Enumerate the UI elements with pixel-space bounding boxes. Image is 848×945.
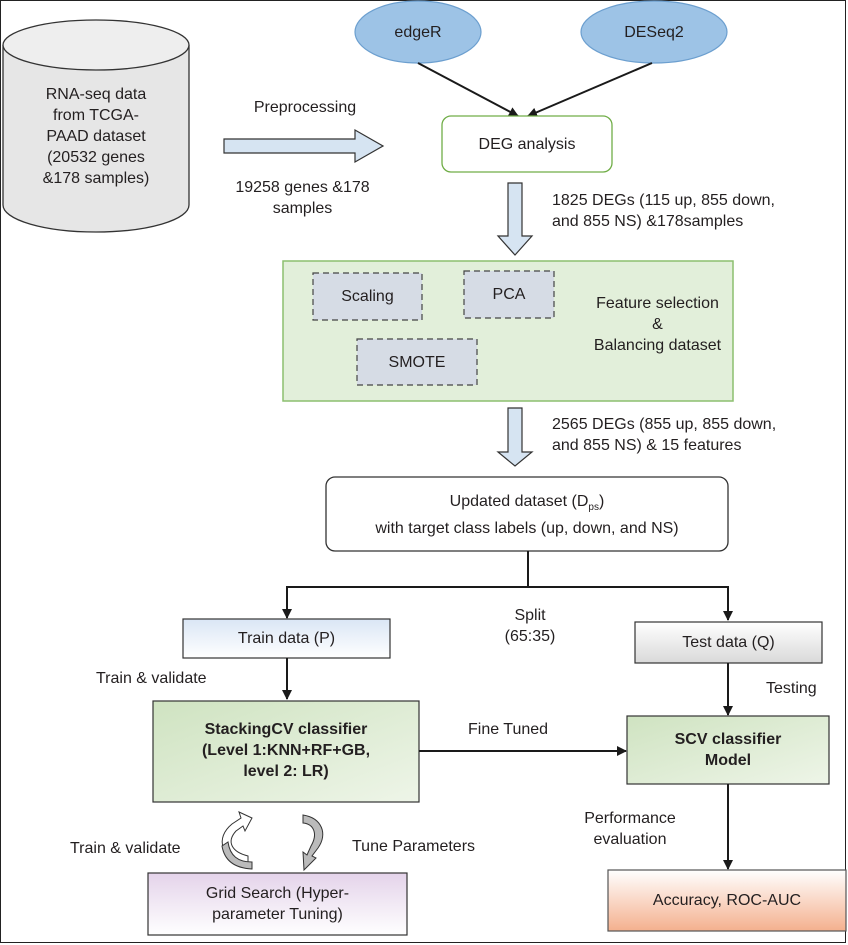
updated-dataset-line1: Updated dataset (Dps)	[326, 491, 728, 518]
scaling-step: Scaling	[341, 288, 394, 305]
result-line: and 855 NS) &178samples	[552, 213, 744, 230]
train-validate-bottom-label: Train & validate	[70, 840, 181, 857]
source-line: RNA-seq data	[45, 86, 147, 103]
metrics-node: Accuracy, ROC-AUC	[652, 892, 802, 909]
source-line: &178 samples)	[42, 170, 150, 187]
feature-block-title: Feature selection & Balancing dataset	[590, 293, 725, 356]
split-label: Split (65:35)	[490, 605, 570, 647]
grid-search-shape	[147, 872, 408, 936]
performance-line: evaluation	[593, 831, 667, 848]
source-dataset-label: RNA-seq data from TCGA- PAAD dataset (20…	[20, 84, 172, 189]
deg-result-label: 1825 DEGs (115 up, 855 down, and 855 NS)…	[552, 190, 775, 232]
split-to-test-arrow	[528, 586, 733, 621]
source-line: from TCGA-	[53, 107, 139, 124]
edger-to-deg-arrow	[417, 62, 519, 117]
title-line: &	[652, 316, 663, 333]
edger-node: edgeR	[394, 23, 442, 41]
cycle-arrows-icon	[221, 811, 324, 872]
fine-tuned-label: Fine Tuned	[468, 721, 549, 738]
testing-label: Testing	[766, 680, 817, 697]
train-validate-top-label: Train & validate	[96, 670, 207, 687]
preprocessing-label: Preprocessing	[253, 99, 357, 116]
down-arrow-1-icon	[496, 182, 534, 256]
split-to-train-arrow	[282, 586, 528, 619]
result-line: 2565 DEGs (855 up, 855 down,	[552, 416, 777, 433]
train-data-shape	[182, 618, 391, 659]
stacking-line: level 2: LR)	[243, 763, 329, 780]
grid-line: parameter Tuning)	[212, 906, 343, 923]
pca-shape	[463, 270, 555, 319]
smote-shape	[356, 338, 478, 386]
scv-model-shape	[626, 715, 830, 785]
scv-line: Model	[704, 752, 752, 769]
preprocessing-arrow-icon	[223, 128, 385, 164]
performance-line: Performance	[584, 810, 676, 827]
line1-prefix: Updated dataset (D	[449, 493, 589, 510]
result-line: samples	[272, 200, 333, 217]
performance-label: Performance evaluation	[575, 808, 685, 850]
deseq2-to-deg-arrow	[527, 62, 653, 118]
source-line: PAAD dataset	[46, 128, 146, 145]
deseq2-node: DESeq2	[624, 23, 684, 41]
smote-step: SMOTE	[388, 353, 446, 371]
scv-model-node: SCV classifier Model	[627, 716, 829, 784]
feature-result-label: 2565 DEGs (855 up, 855 down, and 855 NS)…	[552, 414, 776, 456]
metrics-shape	[607, 869, 847, 932]
grid-line: Grid Search (Hyper-	[205, 885, 350, 902]
title-line: Feature selection	[596, 295, 719, 312]
result-line: and 855 NS) & 15 features	[552, 437, 742, 454]
database-cylinder-icon	[2, 19, 190, 233]
source-line: (20532 genes	[47, 149, 145, 166]
test-data-shape	[634, 621, 823, 664]
grid-search-node: Grid Search (Hyper- parameter Tuning)	[148, 873, 407, 935]
scaling-shape	[312, 272, 423, 321]
tune-parameters-label: Tune Parameters	[352, 838, 476, 855]
pca-step: PCA	[492, 286, 526, 303]
result-line: 1825 DEGs (115 up, 855 down,	[552, 192, 775, 209]
line1-subscript: ps	[588, 502, 599, 514]
updated-dataset-line2: with target class labels (up, down, and …	[375, 520, 679, 538]
split-line: Split	[514, 607, 546, 624]
split-line: (65:35)	[504, 628, 556, 645]
stacking-line: (Level 1:KNN+RF+GB,	[201, 742, 371, 759]
stacking-line: StackingCV classifier	[204, 721, 368, 738]
train-data-node: Train data (P)	[237, 630, 336, 647]
updated-dataset-node: Updated dataset (Dps) with target class …	[326, 491, 728, 539]
test-data-node: Test data (Q)	[682, 634, 775, 651]
down-arrow-2-icon	[496, 407, 534, 467]
title-line: Balancing dataset	[593, 337, 722, 354]
scv-line: SCV classifier	[674, 731, 782, 748]
deg-analysis-node: DEG analysis	[478, 135, 576, 153]
deseq2-ellipse	[580, 0, 728, 64]
line1-suffix: )	[598, 493, 605, 510]
stacking-shape	[152, 700, 420, 803]
preprocessing-result: 19258 genes &178 samples	[220, 177, 385, 219]
deg-analysis-box-shape	[441, 115, 613, 173]
result-line: 19258 genes &178	[235, 179, 370, 196]
stacking-node: StackingCV classifier (Level 1:KNN+RF+GB…	[153, 701, 419, 802]
